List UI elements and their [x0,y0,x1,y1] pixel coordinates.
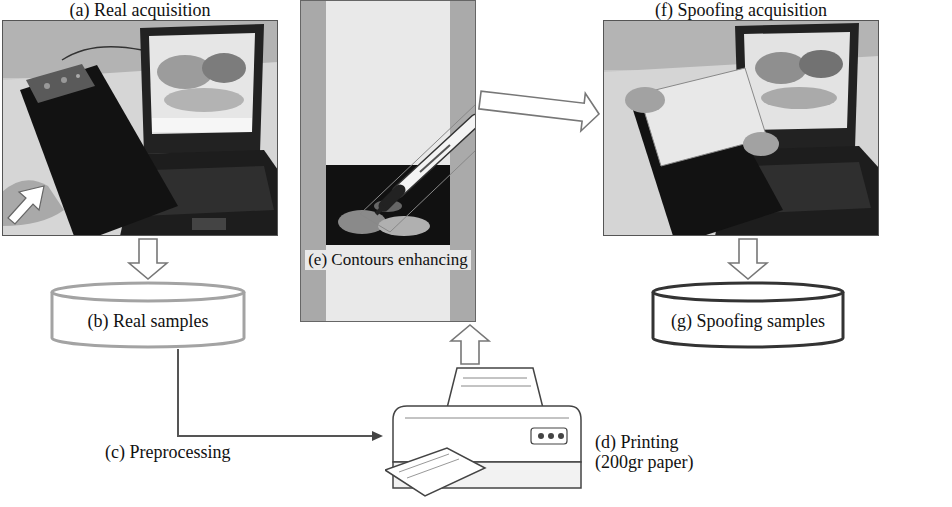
contours-enhancing-photo-part [420,145,450,172]
printer-icon-part [393,406,581,462]
spoofing-acquisition-photo [603,20,879,236]
real-acquisition-photo-part [140,24,264,154]
acquisition-photo: (f) Spoofing acquisition [603,0,879,236]
contours-enhancing-photo-part [450,0,476,322]
printer-icon-part [558,433,564,439]
cylinder-label: (b) Real samples [88,311,209,332]
real-acquisition-photo-part [152,118,252,132]
cylinder-label: (g) Spoofing samples [671,311,825,332]
contours-enhancing-photo-part [300,0,476,322]
real-acquisition-photo-part [62,47,142,60]
real-acquisition-photo-part [164,88,244,112]
block-arrow [479,91,599,131]
step-label: (e) Contours enhancing [305,250,471,270]
block-arrow-shape [729,239,767,279]
spoofing-acquisition-photo-part [625,87,665,113]
spoofing-acquisition-photo-part [755,52,807,84]
contours-enhancing-photo-part [398,120,476,192]
printer-node: (d) Printing (200gr paper) [385,366,715,502]
real-acquisition-photo [2,20,278,236]
database-cylinder: (g) Spoofing samples [651,282,845,348]
printer-icon-part [538,433,544,439]
real-acquisition-photo-part [44,83,50,89]
cylinder-rim [653,292,843,301]
printer-icon-part [447,368,543,408]
real-acquisition-photo-part [8,186,44,224]
real-acquisition-photo-part [192,218,226,230]
real-acquisition-photo-part [3,21,278,236]
spoofing-acquisition-photo-part [603,20,879,236]
real-acquisition-photo-part [2,20,278,236]
block-arrow-shape [479,91,599,131]
enhancing-photo: (e) Contours enhancing [300,0,476,322]
block-arrow [729,239,767,279]
block-arrow-shape [129,239,167,279]
cylinder-rim [52,292,244,301]
printer-icon-part [385,448,485,496]
contours-enhancing-photo-part [326,165,450,245]
printer-icon-part [531,428,567,444]
acquisition-photo: (a) Real acquisition [2,0,278,236]
printer-icon-part [399,454,449,472]
spoofing-acquisition-photo-part [799,50,843,78]
contours-enhancing-photo-part [376,206,384,214]
real-acquisition-photo-part [202,53,246,83]
printer-icon-part [405,418,569,419]
real-acquisition-photo-part [2,180,64,226]
real-acquisition-photo-part [76,74,80,78]
cylinder-body [52,283,244,347]
spoofing-acquisition-photo-part [761,87,837,109]
photo-frame [2,20,278,236]
contours-enhancing-photo-part [326,0,450,322]
photo-heading: (f) Spoofing acquisition [603,0,879,20]
contours-enhancing-photo-part [300,0,326,322]
flow-line [178,349,375,436]
contours-enhancing-photo [300,0,476,322]
printer-icon [385,366,585,502]
printer-icon-part [548,433,554,439]
edge-label: (c) Preprocessing [103,442,232,462]
contours-enhancing-photo-part [360,104,476,232]
contours-enhancing-photo-part [384,190,400,206]
cylinder-body [653,283,843,347]
block-arrow [129,239,167,279]
printer-icon-part [461,386,531,387]
step-label: (d) Printing (200gr paper) [595,432,717,472]
block-arrow-shape [451,325,489,364]
printer-icon-part [463,378,527,379]
real-acquisition-photo-part [26,64,95,103]
spoofing-acquisition-photo-part [743,132,779,156]
contours-enhancing-photo-part [398,120,476,192]
printer-icon-part [407,459,459,478]
real-acquisition-photo-part [149,33,255,134]
real-acquisition-photo-part [61,77,67,83]
block-arrow [451,325,489,364]
spoofing-acquisition-photo-part [604,21,879,236]
database-cylinder: (b) Real samples [50,282,246,348]
contours-enhancing-photo-part [301,1,476,322]
arrow-head [372,431,383,441]
photo-frame [603,20,879,236]
flow-arrow [178,349,383,441]
photo-heading: (a) Real acquisition [2,0,278,20]
